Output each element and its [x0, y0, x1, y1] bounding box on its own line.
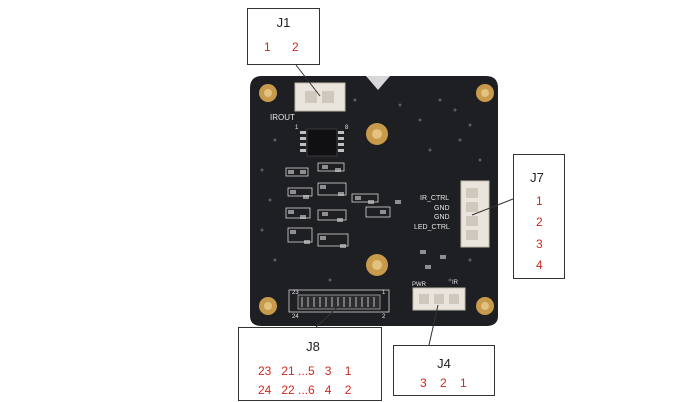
j7-pin-4: 4	[536, 258, 543, 272]
silk-gnd-2: GND	[434, 214, 450, 221]
silk-ic-pin8: 8	[345, 125, 349, 131]
j1-pin-2: 2	[292, 40, 299, 54]
j4-pin-row: 3 2 1	[420, 376, 467, 390]
j7-title: J7	[530, 170, 544, 185]
silk-led-ctrl: LED_CTRL	[414, 224, 450, 231]
silk-fpc-1: 1	[382, 290, 386, 296]
leader-lines	[295, 64, 514, 346]
j8-pin-row-odd: 23 21 ...5 3 1	[258, 364, 352, 378]
component-outlines	[285, 162, 391, 247]
j8-fpc-connector	[288, 289, 390, 313]
silk-fpc-2: 2	[382, 314, 386, 320]
mounting-pads	[259, 84, 494, 315]
j8-callout: J8 23 21 ...5 3 1 24 22 ...6 4 2	[238, 327, 382, 401]
silk-gnd-1: GND	[434, 205, 450, 212]
j1-connector	[294, 82, 346, 112]
j7-pin-2: 2	[536, 215, 543, 229]
vias	[260, 98, 487, 282]
j1-callout: J1 1 2	[247, 8, 320, 65]
j8-pin-row-even: 24 22 ...6 4 2	[258, 383, 352, 397]
j4-connector	[412, 287, 466, 311]
j1-title: J1	[276, 15, 291, 30]
j7-pin-1: 1	[536, 194, 543, 208]
ic-chip	[300, 128, 344, 157]
board-notch	[366, 76, 390, 90]
j7-pin-3: 3	[536, 237, 543, 251]
j7-callout: J7 1 2 3 4	[513, 154, 565, 279]
j4-callout: J4 3 2 1	[393, 345, 495, 396]
j8-title: J8	[306, 339, 320, 354]
silk-fpc-23: 23	[292, 290, 299, 296]
j4-title: J4	[437, 356, 451, 371]
silk-ir: IR	[452, 280, 459, 286]
silk-fpc-24: 24	[292, 314, 299, 320]
silk-ic-pin1: 1	[295, 125, 299, 131]
silk-pwr: PWR	[412, 282, 427, 288]
silk-irout: IROUT	[270, 113, 295, 122]
j1-pin-1: 1	[264, 40, 271, 54]
silk-ir-ctrl: IR_CTRL	[420, 195, 449, 202]
